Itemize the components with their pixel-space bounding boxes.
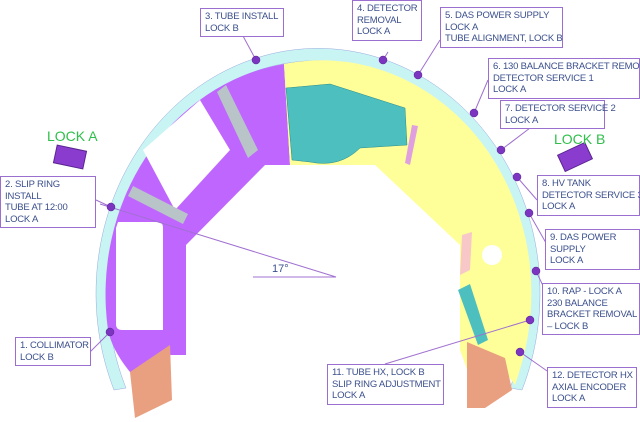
lock-point-2[interactable] (106, 202, 116, 212)
callout-text: 8. HV TANK (542, 178, 591, 189)
callout-text: 3. TUBE INSTALL (205, 11, 279, 22)
callout-text: TUBE ALIGNMENT, LOCK B (445, 33, 563, 44)
callout-text: INSTALL (5, 190, 42, 202)
callout-text: LOCK A (357, 26, 391, 37)
lock-point-12[interactable] (515, 347, 525, 357)
callout-text: LOCK B (205, 22, 239, 34)
callout-text: 7. DETECTOR SERVICE 2 (505, 103, 616, 114)
callout-text: LOCK A (505, 114, 539, 126)
lock-point-6[interactable] (469, 108, 479, 118)
lock-point-9[interactable] (524, 208, 534, 218)
callout-text: 9. DAS POWER (550, 232, 617, 243)
callout-text: LOCK A (550, 255, 584, 266)
callout-text: 5. DAS POWER SUPPLY (445, 10, 550, 21)
callout-text: 10. RAP - LOCK A (547, 286, 622, 297)
lock-point-11[interactable] (525, 315, 535, 325)
lock-point-4[interactable] (378, 55, 388, 65)
gray-bracket (128, 186, 188, 224)
purple-window-lower (116, 222, 163, 330)
angle-line-diagonal (99, 203, 337, 278)
callout-text: 6. 130 BALANCE BRACKET REMOVAL (493, 61, 640, 72)
callout-text: LOCK A (5, 213, 39, 225)
callout-text: TUBE AT 12:00 (5, 202, 68, 213)
lock-point-1[interactable] (105, 327, 115, 337)
lock-point-3[interactable] (251, 55, 261, 65)
copper-block-left (130, 345, 172, 418)
callout-text: BRACKET REMOVAL (547, 309, 638, 320)
pink-bar (405, 125, 418, 165)
lock-point-5[interactable] (413, 70, 423, 80)
callout-text: 4. DETECTOR (357, 3, 418, 14)
callout-text: 230 BALANCE (547, 297, 608, 309)
gray-bracket (217, 85, 258, 158)
callout-text: REMOVAL (357, 14, 402, 26)
callout-text: – LOCK B (547, 320, 589, 332)
lock-point-8[interactable] (512, 172, 522, 182)
lock-point-7[interactable] (496, 145, 506, 155)
callout-text: LOCK A (552, 393, 586, 404)
leader-lines (89, 35, 561, 381)
callout-text: 2. SLIP RING (5, 179, 60, 190)
lock-b-label: LOCK B (554, 131, 606, 147)
callout-text: DETECTOR SERVICE 1 (493, 72, 594, 84)
angle-label: 17° (272, 263, 289, 275)
callout-text: LOCK B (20, 351, 54, 363)
yellow-hole (482, 245, 502, 265)
callout-text: 1. COLLIMATOR (20, 340, 89, 351)
pink-bracket (460, 232, 472, 275)
lock-a-label: LOCK A (47, 128, 98, 144)
callout-text: LOCK A (493, 84, 527, 95)
callout-text: LOCK A (445, 21, 479, 33)
lock-a-block (52, 144, 88, 170)
copper-block-right (467, 342, 512, 408)
callout-text: SUPPLY (550, 243, 586, 255)
lock-point-10[interactable] (531, 266, 541, 276)
detector-module (285, 83, 408, 164)
callout-text: DETECTOR SERVICE 3 (542, 189, 640, 201)
teal-board (458, 284, 488, 345)
callout-text: SLIP RING ADJUSTMENT (332, 378, 441, 390)
callout-text: 12. DETECTOR HX (552, 370, 633, 381)
callout-text: AXIAL ENCODER (552, 381, 627, 393)
purple-window (143, 100, 230, 210)
callout-text: LOCK A (332, 390, 366, 401)
callout-text: LOCK A (542, 201, 576, 212)
callout-text: 11. TUBE HX, LOCK B (332, 367, 425, 378)
lock-b-block (556, 141, 594, 173)
